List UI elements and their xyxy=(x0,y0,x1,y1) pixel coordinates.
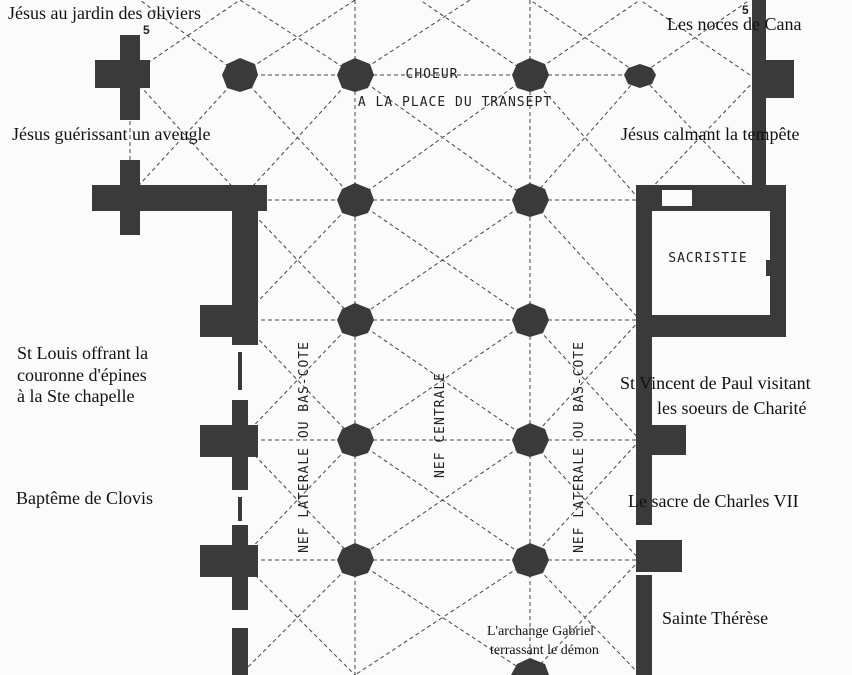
label-st-louis: St Louis offrant la couronne d'épines à … xyxy=(17,343,149,407)
label-archange-gabriel-line2: terrassant le démon xyxy=(490,643,599,658)
label-jesus-guerissant-aveugle: Jésus guérissant un aveugle xyxy=(12,124,211,144)
label-st-vincent-line2: les soeurs de Charité xyxy=(657,398,807,418)
right-wall xyxy=(636,0,794,675)
label-jardin-des-oliviers: Jésus au jardin des oliviers xyxy=(8,3,201,23)
label-sacre-charles-vii: Le sacre de Charles VII xyxy=(628,491,799,511)
label-archange-gabriel-line1: L'archange Gabriel xyxy=(487,624,595,639)
label-bapteme-clovis: Baptême de Clovis xyxy=(16,488,153,508)
left-wall xyxy=(92,35,267,675)
bay-number-left: 5 xyxy=(143,23,150,37)
choeur-sublabel: A LA PLACE DU TRANSEPT xyxy=(358,95,552,110)
choeur-label: CHOEUR xyxy=(406,67,459,82)
label-st-vincent-line1: St Vincent de Paul visitant xyxy=(620,373,811,393)
sacristie-label: SACRISTIE xyxy=(668,251,747,266)
label-sainte-therese: Sainte Thérèse xyxy=(662,608,769,628)
pillars xyxy=(222,58,656,675)
nef-laterale-right-label: NEF LATERALE OU BAS-COTE xyxy=(572,341,587,553)
nef-laterale-left-label: NEF LATERALE OU BAS-COTE xyxy=(297,341,312,553)
label-noces-de-cana: Les noces de Cana xyxy=(667,14,802,34)
vault-lines xyxy=(129,0,761,675)
bay-number-right: 5 xyxy=(742,3,749,17)
nef-centrale-label: NEF CENTRALE xyxy=(433,372,448,478)
label-jesus-calmant-tempete: Jésus calmant la tempête xyxy=(621,124,800,144)
